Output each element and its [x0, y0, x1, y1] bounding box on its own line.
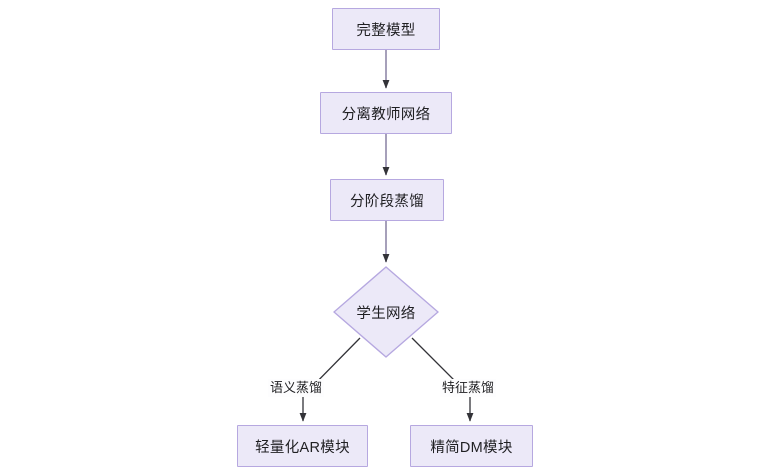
edge-label-semantic-distillation-text: 语义蒸馏	[270, 380, 323, 395]
node-student-network[interactable]: 学生网络	[333, 266, 439, 358]
edge-label-semantic-distillation: 语义蒸馏	[268, 379, 325, 397]
diamond-shape	[333, 266, 439, 358]
node-slim-dm-module-label: 精简DM模块	[430, 439, 513, 456]
node-light-ar-module-label: 轻量化AR模块	[255, 439, 350, 456]
node-separate-teacher[interactable]: 分离教师网络	[320, 92, 452, 134]
node-slim-dm-module[interactable]: 精简DM模块	[410, 425, 533, 467]
node-full-model[interactable]: 完整模型	[332, 8, 440, 50]
edge-label-feature-distillation-text: 特征蒸馏	[442, 380, 495, 395]
node-light-ar-module[interactable]: 轻量化AR模块	[237, 425, 368, 467]
node-staged-distill[interactable]: 分阶段蒸馏	[330, 179, 444, 221]
node-student-network-label: 学生网络	[356, 305, 416, 322]
edge-label-feature-distillation: 特征蒸馏	[440, 379, 497, 397]
node-separate-teacher-label: 分离教师网络	[341, 106, 431, 123]
node-full-model-label: 完整模型	[356, 22, 416, 39]
node-staged-distill-label: 分阶段蒸馏	[350, 193, 424, 210]
